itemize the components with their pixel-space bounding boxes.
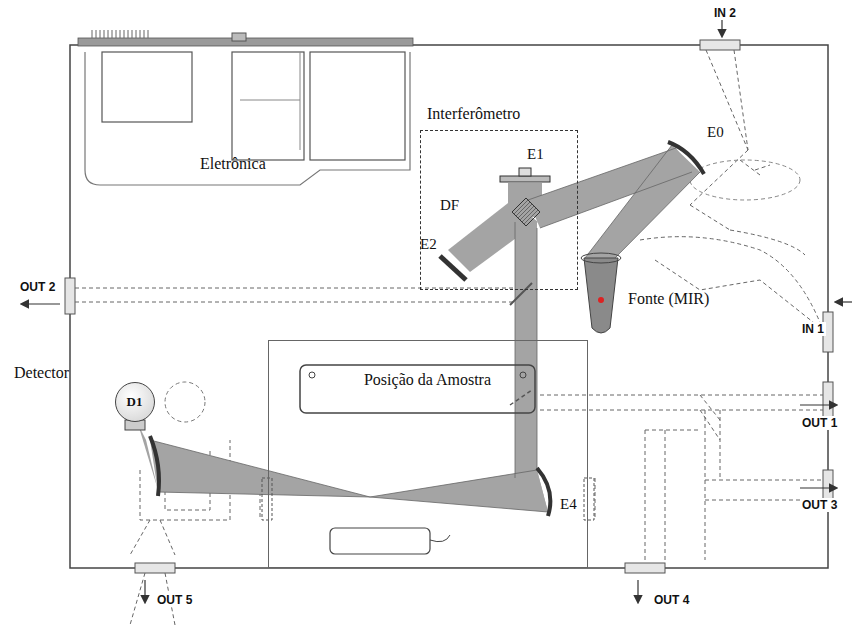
- port-label: OUT 1: [800, 416, 839, 430]
- detector-label: Detector: [14, 364, 69, 382]
- region-title: Posição da Amostra: [362, 371, 493, 389]
- port-label: OUT 2: [18, 280, 57, 294]
- electronics-unit: Eletrônica: [82, 52, 412, 187]
- mirror-label: E0: [707, 124, 724, 141]
- source-label: Fonte (MIR): [628, 290, 709, 308]
- detector-circle: D1: [115, 382, 155, 422]
- port-label: OUT 3: [800, 498, 839, 512]
- region-title: Interferômetro: [427, 105, 520, 123]
- port-label: IN 1: [800, 322, 826, 336]
- region-title: Eletrônica: [200, 155, 266, 173]
- detector-name: D1: [127, 394, 143, 410]
- mirror-label: E4: [560, 496, 577, 513]
- port-label: OUT 4: [652, 593, 691, 607]
- component-label: DF: [440, 197, 459, 214]
- sample-compartment: Posição da Amostra: [268, 340, 588, 568]
- port-label: IN 2: [712, 6, 738, 20]
- mirror-label: E2: [420, 236, 437, 253]
- port-label: OUT 5: [155, 593, 194, 607]
- mirror-label: E1: [527, 146, 544, 163]
